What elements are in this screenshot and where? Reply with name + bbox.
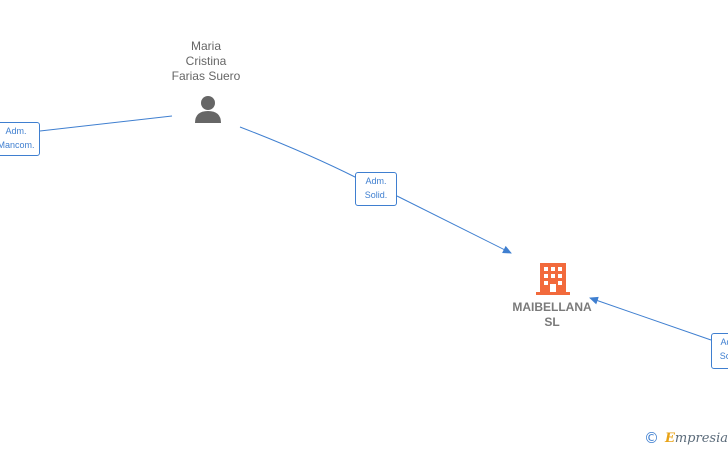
person-name-line-3: Farias Suero [171, 69, 241, 83]
edge-label-right-line-2: Solid. [719, 351, 728, 361]
brand-logo-rest: mpresia [674, 430, 728, 446]
brand-logo: Empresia [665, 431, 728, 446]
person-icon[interactable] [195, 96, 221, 123]
edge-label-mid-line-1: Adm. [365, 176, 387, 186]
company-building-icon[interactable] [536, 263, 570, 295]
copyright-icon: © [643, 429, 659, 447]
edge-label-mid[interactable]: Adm. Solid. [355, 172, 397, 206]
edge-label-left-line-1: Adm. [5, 126, 27, 136]
edge-arrow-mid [396, 195, 512, 254]
edge-label-left[interactable]: Adm. Mancom. [0, 122, 40, 156]
edge-label-left-line-2: Mancom. [0, 140, 35, 150]
edge-line-left [39, 115, 173, 132]
person-name-line-2: Cristina [185, 54, 227, 68]
company-name-label[interactable]: MAIBELLANA SL [500, 300, 604, 330]
company-name-line-2: SL [544, 315, 560, 329]
person-name-line-1: Maria [190, 39, 221, 53]
edge-label-right[interactable]: Adm. Solid. [711, 333, 728, 369]
company-name-line-1: MAIBELLANA [512, 300, 592, 314]
edge-label-right-line-1: Adm. [720, 337, 728, 347]
footer-watermark: © Empresia [644, 428, 728, 448]
edge-arrow-right [589, 296, 712, 341]
person-name-label[interactable]: Maria Cristina Farias Suero [156, 39, 256, 84]
edge-label-mid-line-2: Solid. [364, 190, 388, 200]
edge-line-mid [239, 126, 358, 179]
brand-logo-initial: E [664, 430, 675, 446]
